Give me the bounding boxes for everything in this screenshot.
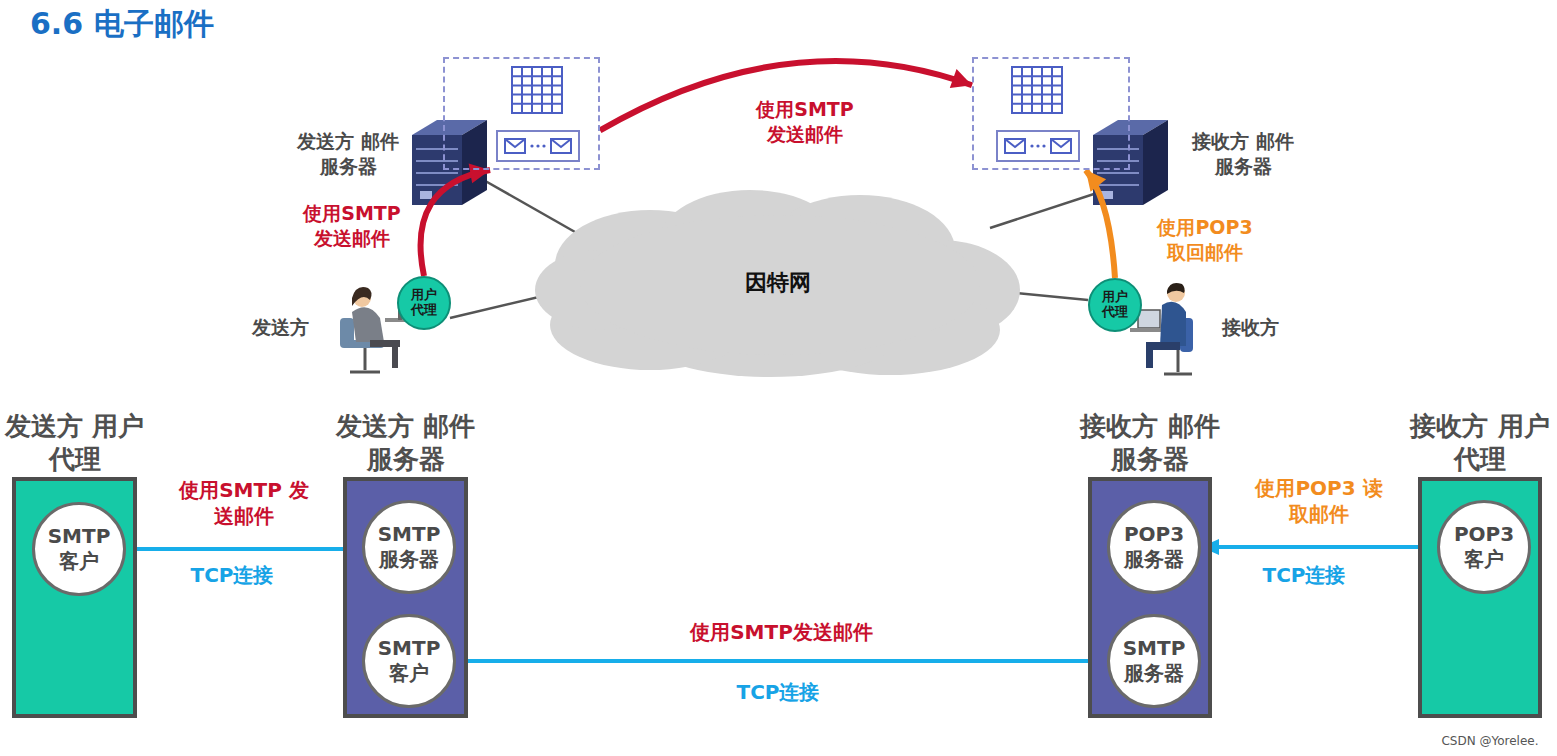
host-box: 接收方 用户代理POP3 客户 — [1418, 477, 1542, 718]
connector-line — [126, 547, 362, 551]
node-text: SMTP 服务器 — [369, 522, 449, 572]
connection-label: TCP连接 — [737, 679, 820, 706]
edge-label: 使用SMTP 发送邮件 — [179, 477, 309, 529]
edge-label: 使用SMTP发送邮件 — [690, 619, 873, 645]
node-text: SMTP 服务器 — [1114, 636, 1194, 686]
arrow-head — [1086, 170, 1106, 192]
connector — [1086, 170, 1115, 278]
node-text: 用户代理 — [1101, 290, 1129, 320]
edge-label: 使用POP3 取回邮件 — [1145, 215, 1265, 264]
user-agent: 用户代理 — [1088, 278, 1142, 332]
node-heading: 发送方 邮件服务器 — [290, 129, 406, 178]
connector-line — [456, 659, 1107, 663]
node-text: SMTP 客户 — [369, 636, 449, 686]
connector — [126, 541, 362, 557]
connection-label: TCP连接 — [1263, 562, 1346, 589]
arrow-head — [950, 69, 972, 88]
person-label: 发送方 — [252, 315, 309, 341]
connector-line — [1201, 545, 1437, 549]
node-heading: 接收方 邮件服务器 — [1185, 129, 1301, 178]
internet-cloud: 因特网 — [530, 185, 1025, 380]
node-text: SMTP 客户 — [39, 524, 119, 574]
arrow-head — [469, 164, 490, 184]
node-heading: 接收方 用户代理 — [1405, 410, 1555, 475]
node-heading: 发送方 用户代理 — [0, 410, 150, 475]
host-box: 接收方 邮件服务器POP3 服务器SMTP 服务器 — [1088, 477, 1212, 718]
protocol-circle: SMTP 服务器 — [362, 500, 456, 594]
connection-label: TCP连接 — [191, 562, 274, 589]
edge-label: 使用SMTP 发送邮件 — [292, 201, 412, 250]
node-text: 因特网 — [745, 268, 811, 298]
connector — [421, 164, 491, 276]
node-text: 用户代理 — [410, 288, 438, 318]
person-label: 接收方 — [1222, 315, 1279, 341]
protocol-circle: SMTP 客户 — [32, 502, 126, 596]
protocol-circle: SMTP 服务器 — [1107, 614, 1201, 708]
title: 6.6 电子邮件 — [30, 4, 214, 45]
node-text: POP3 客户 — [1444, 522, 1524, 572]
node-heading: 发送方 邮件服务器 — [331, 410, 481, 475]
server-icon — [412, 120, 487, 205]
host-box: 发送方 用户代理SMTP 客户 — [12, 477, 137, 718]
connector — [1201, 539, 1437, 555]
host-box: 发送方 邮件服务器SMTP 服务器SMTP 客户 — [343, 477, 468, 718]
protocol-circle: POP3 客户 — [1437, 500, 1531, 594]
connector — [456, 653, 1107, 669]
node-heading: 接收方 邮件服务器 — [1075, 410, 1225, 475]
connector-line — [421, 170, 491, 276]
node-text: POP3 服务器 — [1114, 522, 1194, 572]
watermark: CSDN @Yorelee. — [1441, 734, 1538, 748]
protocol-circle: SMTP 客户 — [362, 614, 456, 708]
mailbox-icon — [445, 59, 602, 172]
mail-server: 发送方 邮件服务器 — [443, 57, 600, 170]
mail-server: 接收方 邮件服务器 — [972, 57, 1130, 170]
mailbox-icon — [974, 59, 1132, 172]
server-icon — [1093, 120, 1168, 205]
edge-label: 使用POP3 读取邮件 — [1254, 475, 1384, 527]
edge-label: 使用SMTP 发送邮件 — [745, 97, 865, 146]
connector-line — [1086, 170, 1115, 278]
protocol-circle: POP3 服务器 — [1107, 500, 1201, 594]
user-agent: 用户代理 — [397, 276, 451, 330]
